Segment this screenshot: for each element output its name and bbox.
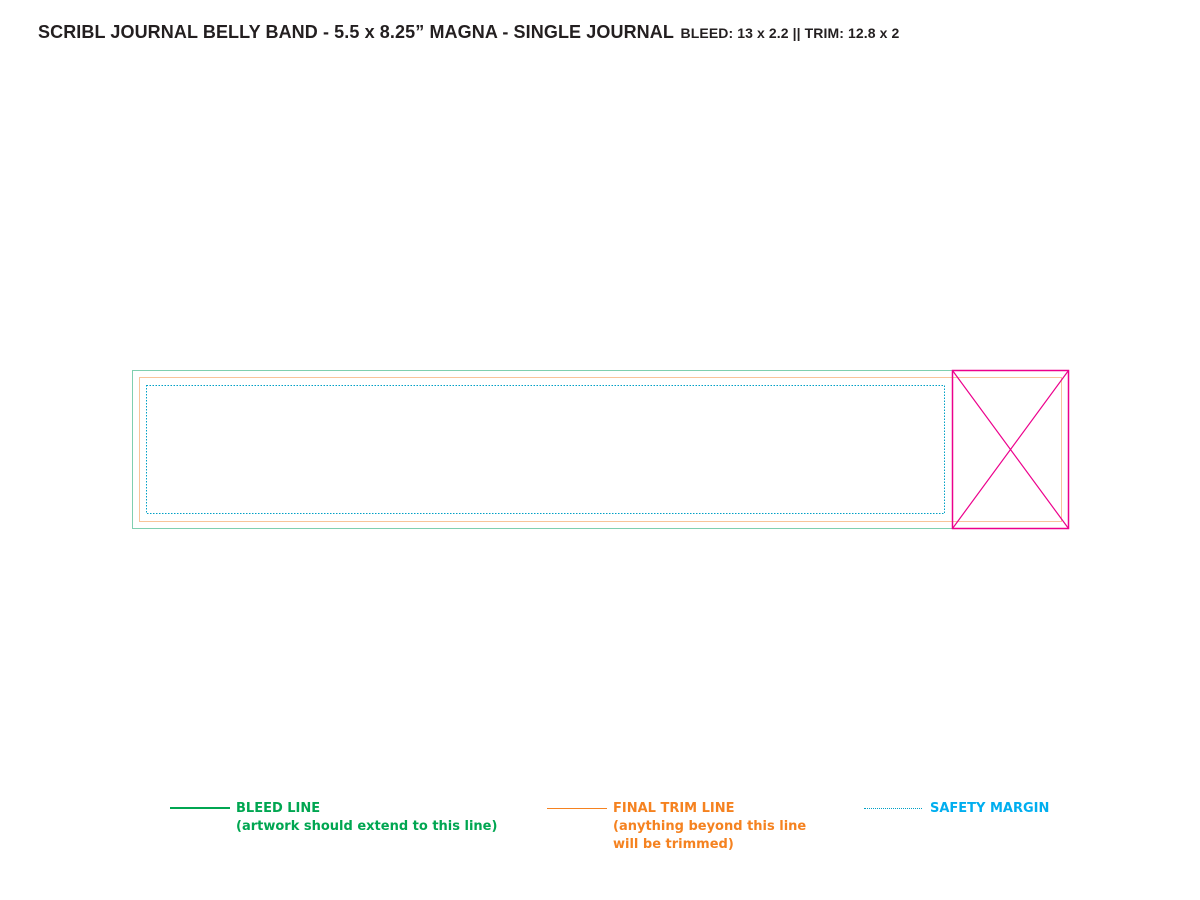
page-title: SCRIBL JOURNAL BELLY BAND - 5.5 x 8.25” … <box>38 22 899 43</box>
title-main: SCRIBL JOURNAL BELLY BAND - 5.5 x 8.25” … <box>38 22 674 42</box>
bleed-line-outline <box>132 370 1069 529</box>
trim-line-swatch <box>547 808 607 809</box>
no-print-panel-box <box>951 369 1070 530</box>
safety-margin-label: SAFETY MARGIN <box>930 801 1050 816</box>
trim-line-outline <box>139 377 1062 522</box>
safety-margin-outline <box>146 385 945 514</box>
title-dimensions: BLEED: 13 x 2.2 || TRIM: 12.8 x 2 <box>680 25 900 41</box>
trim-line-note-1: (anything beyond this line <box>613 819 807 834</box>
safety-margin-swatch <box>864 808 922 809</box>
no-print-panel <box>951 369 1070 530</box>
no-print-cross-line-2 <box>952 370 1069 529</box>
trim-line-note-2: will be trimmed) <box>613 837 734 852</box>
bleed-line-label: BLEED LINE <box>236 801 321 816</box>
bleed-line-note: (artwork should extend to this line) <box>236 819 498 834</box>
trim-line-label: FINAL TRIM LINE <box>613 801 735 816</box>
bleed-line-swatch <box>170 807 230 809</box>
